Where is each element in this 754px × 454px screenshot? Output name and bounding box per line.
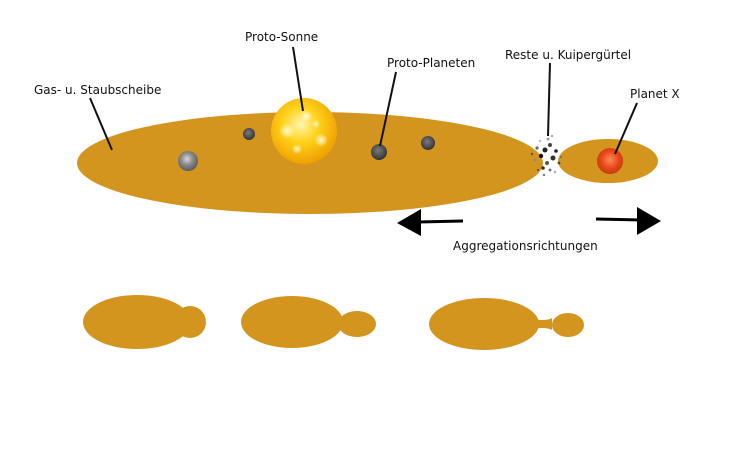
label-aggregation: Aggregationsrichtungen	[453, 239, 598, 253]
leader-disk	[89, 97, 113, 151]
aggregation-stage-2	[241, 296, 376, 348]
proto-planet-small	[243, 128, 255, 140]
leader-proto-sun	[292, 46, 304, 112]
aggregation-stage-1	[83, 295, 206, 349]
proto-sun	[271, 98, 337, 164]
aggregation-stage-3	[429, 298, 584, 350]
proto-planet-grey	[178, 151, 198, 171]
proto-planet-center	[371, 144, 387, 160]
arrow-right	[595, 207, 661, 235]
label-planet-x: Planet X	[630, 87, 680, 101]
arrow-left	[397, 209, 464, 236]
leader-planet-x	[614, 102, 638, 155]
planet-x	[597, 148, 623, 174]
kuiper-belt-debris	[530, 135, 562, 177]
label-kuiper-belt: Reste u. Kuipergürtel	[505, 48, 631, 62]
leader-proto-planets	[379, 71, 397, 147]
label-proto-sun: Proto-Sonne	[245, 30, 318, 44]
proto-planet-right	[421, 136, 435, 150]
label-disk: Gas- u. Staubscheibe	[34, 83, 161, 97]
leader-kuiper	[547, 62, 551, 137]
label-proto-planets: Proto-Planeten	[387, 56, 475, 70]
